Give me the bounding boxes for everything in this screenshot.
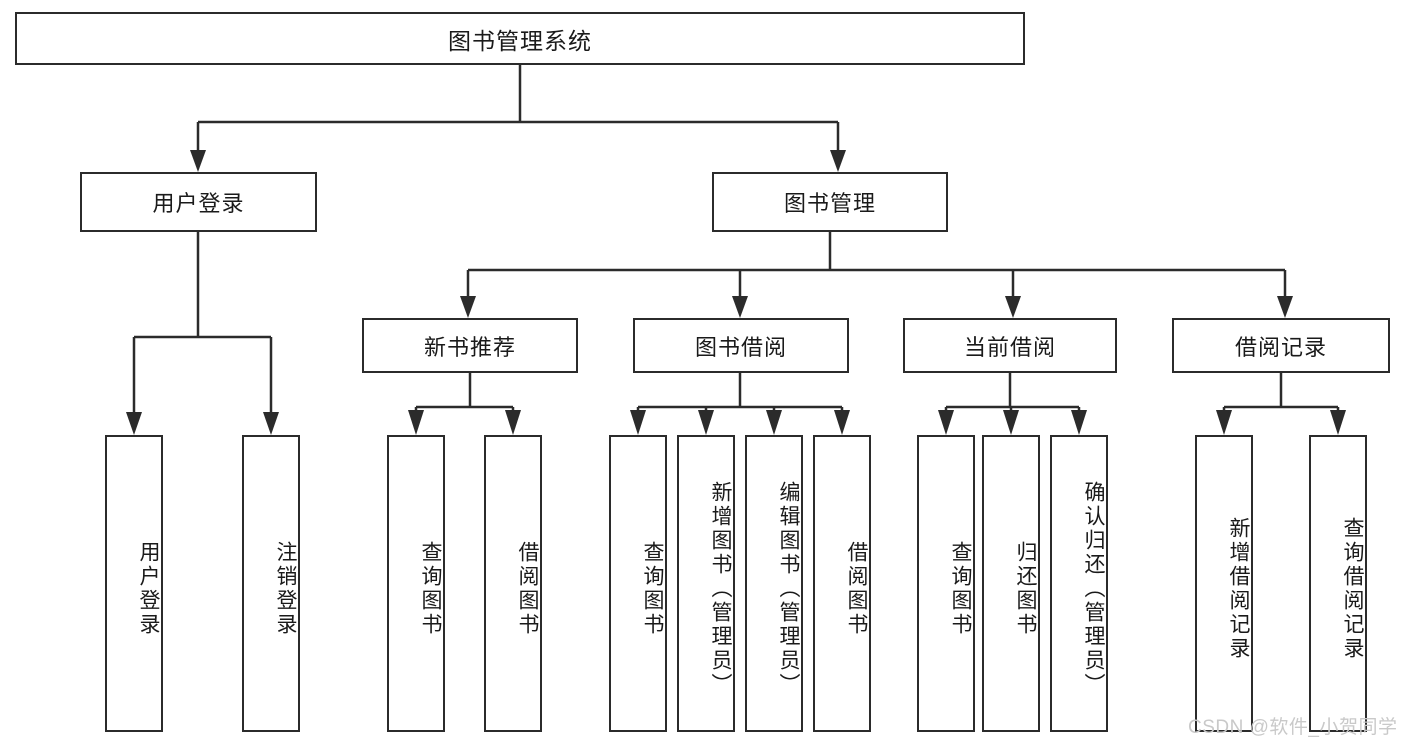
leaf-book-borrow-add[interactable]: 新增图书（管理员）: [677, 435, 735, 732]
leaf-new-book-query[interactable]: 查询图书: [387, 435, 445, 732]
node-label: 当前借阅: [963, 334, 1056, 360]
leaf-new-book-borrow[interactable]: 借阅图书: [484, 435, 542, 732]
node-root-system[interactable]: 图书管理系统: [15, 12, 1025, 65]
node-label: 确认归还（管理员）: [1082, 480, 1105, 697]
node-label: 新增图书（管理员）: [709, 480, 732, 697]
leaf-borrow-record-add[interactable]: 新增借阅记录: [1195, 435, 1253, 732]
csdn-watermark: CSDN @软件_小贺同学: [1188, 717, 1398, 738]
node-label: 查询图书: [641, 540, 664, 637]
node-label: 用户登录: [137, 540, 160, 637]
node-label: 查询图书: [419, 540, 442, 637]
node-label: 图书借阅: [694, 334, 787, 360]
node-label: 归还图书: [1014, 540, 1037, 637]
node-borrow-record[interactable]: 借阅记录: [1172, 318, 1390, 373]
leaf-user-login-signout[interactable]: 注销登录: [242, 435, 300, 732]
node-label: 注销登录: [274, 540, 297, 637]
leaf-current-borrow-return[interactable]: 归还图书: [982, 435, 1040, 732]
node-new-book-recommend[interactable]: 新书推荐: [362, 318, 578, 373]
node-label: 查询图书: [949, 540, 972, 637]
node-label: 编辑图书（管理员）: [777, 480, 800, 697]
node-label: 借阅图书: [845, 540, 868, 637]
leaf-user-login-signin[interactable]: 用户登录: [105, 435, 163, 732]
node-label: 新书推荐: [423, 334, 516, 360]
leaf-book-borrow-edit[interactable]: 编辑图书（管理员）: [745, 435, 803, 732]
node-label: 用户登录: [152, 191, 245, 216]
node-book-management[interactable]: 图书管理: [712, 172, 948, 232]
node-label: 借阅图书: [516, 540, 539, 637]
leaf-current-borrow-query[interactable]: 查询图书: [917, 435, 975, 732]
node-label: 查询借阅记录: [1341, 516, 1364, 661]
node-user-login[interactable]: 用户登录: [80, 172, 317, 232]
leaf-current-borrow-confirm-return[interactable]: 确认归还（管理员）: [1050, 435, 1108, 732]
leaf-borrow-record-query[interactable]: 查询借阅记录: [1309, 435, 1367, 732]
node-label: 图书管理系统: [448, 27, 592, 54]
leaf-book-borrow-lend[interactable]: 借阅图书: [813, 435, 871, 732]
leaf-book-borrow-query[interactable]: 查询图书: [609, 435, 667, 732]
node-label: 图书管理: [783, 191, 876, 216]
node-current-borrow[interactable]: 当前借阅: [903, 318, 1117, 373]
node-label: 新增借阅记录: [1227, 516, 1250, 661]
node-label: 借阅记录: [1234, 334, 1327, 360]
node-book-borrow[interactable]: 图书借阅: [633, 318, 849, 373]
